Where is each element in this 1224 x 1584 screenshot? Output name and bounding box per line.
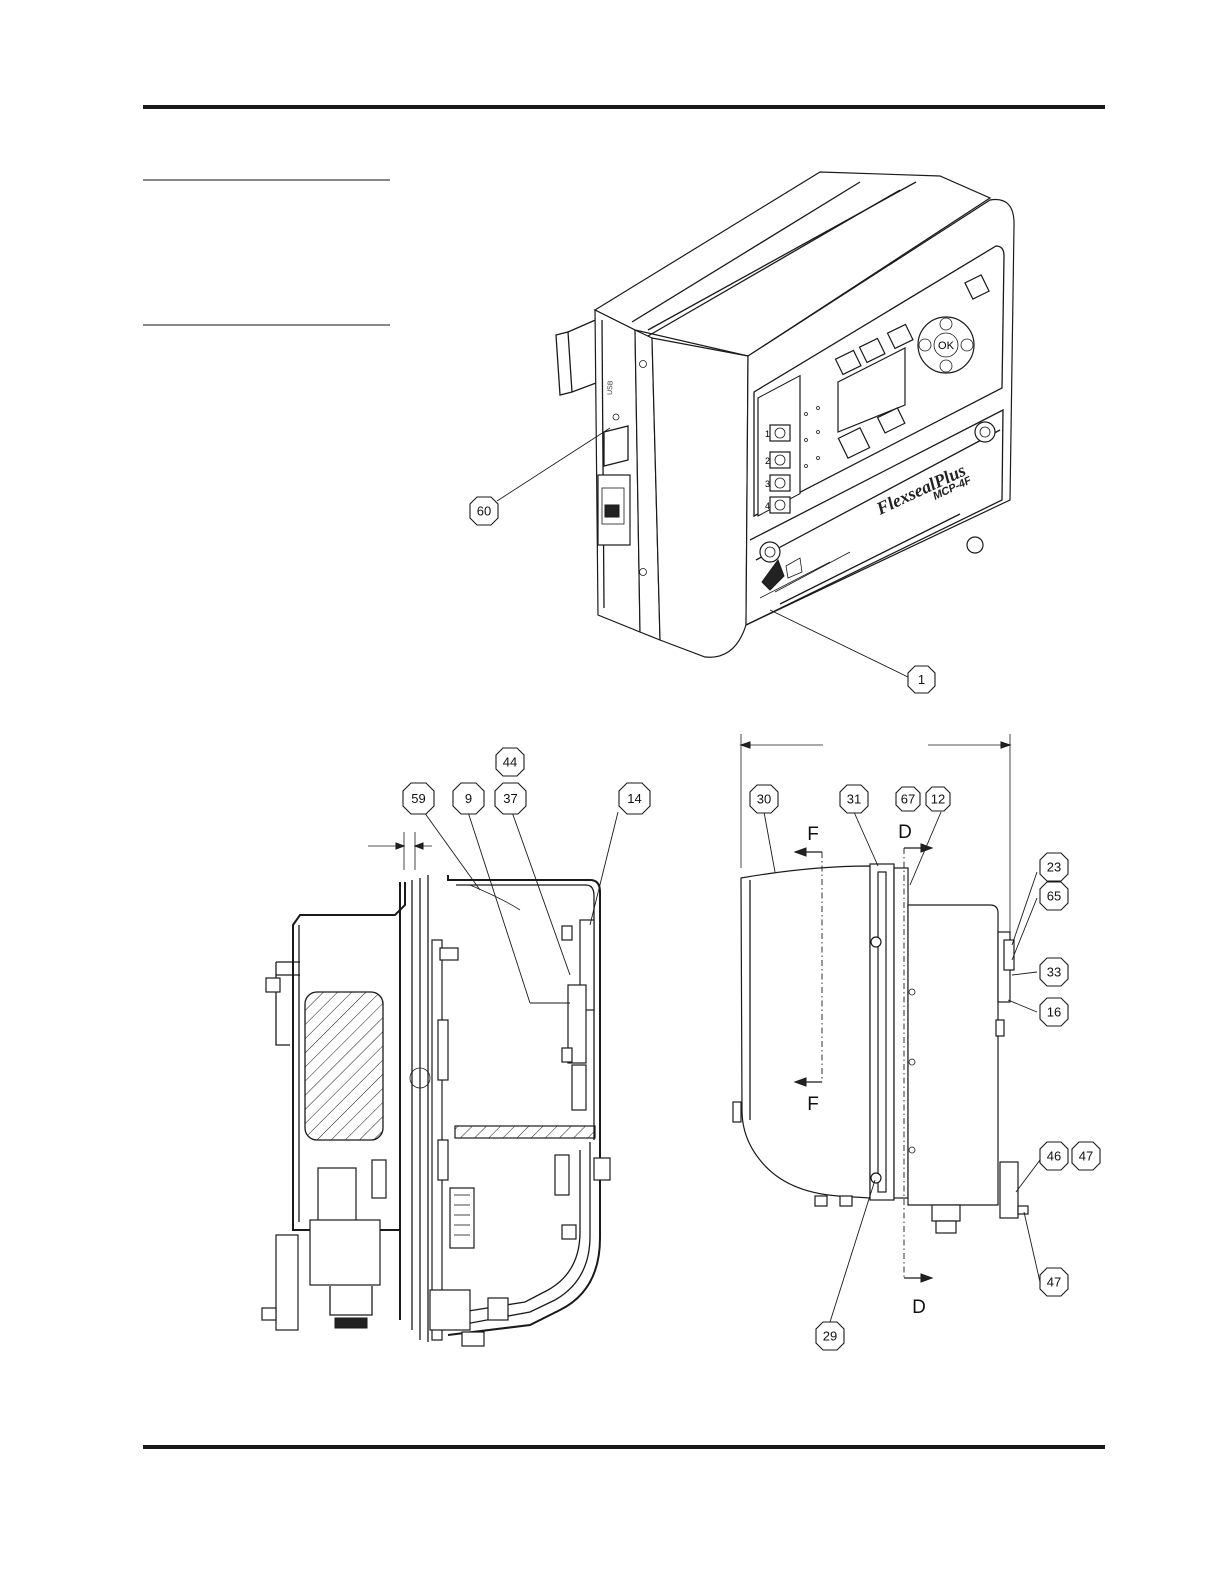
balloon-59: 59 [403, 783, 434, 814]
svg-text:30: 30 [757, 792, 771, 807]
channel-4-label: 4 [765, 501, 770, 511]
channel-3-label: 3 [765, 479, 770, 489]
svg-text:65: 65 [1047, 889, 1061, 904]
section-d-bottom-label: D [912, 1297, 926, 1318]
balloon-33: 33 [1040, 958, 1068, 986]
balloon-46: 46 [1040, 1142, 1068, 1170]
svg-text:16: 16 [1047, 1005, 1061, 1020]
balloon-60: 60 [470, 497, 498, 525]
svg-text:59: 59 [411, 791, 425, 806]
balloon-65: 65 [1040, 882, 1068, 910]
balloon-9: 9 [453, 783, 484, 814]
channel-2-label: 2 [765, 456, 770, 466]
channel-1-label: 1 [765, 429, 770, 439]
balloon-30: 30 [750, 785, 778, 813]
svg-text:67: 67 [901, 792, 915, 807]
balloon-47-top: 47 [1072, 1142, 1100, 1170]
svg-text:USB: USB [607, 380, 615, 395]
balloon-67: 67 [896, 787, 920, 811]
ok-key-label: OK [938, 340, 955, 352]
section-f-bottom-label: F [807, 1094, 819, 1115]
svg-text:47: 47 [1047, 1275, 1061, 1290]
svg-text:14: 14 [627, 791, 641, 806]
balloon-1: 1 [908, 666, 935, 693]
svg-text:46: 46 [1047, 1149, 1061, 1164]
side-view [733, 734, 1040, 1322]
svg-text:29: 29 [823, 1329, 837, 1344]
section-f-top-label: F [807, 824, 819, 845]
balloon-16: 16 [1040, 998, 1068, 1026]
svg-text:60: 60 [477, 504, 491, 519]
balloon-31: 31 [840, 785, 868, 813]
svg-text:47: 47 [1079, 1149, 1093, 1164]
balloon-37: 37 [495, 783, 526, 814]
balloon-47-bottom: 47 [1040, 1268, 1068, 1296]
svg-text:1: 1 [918, 672, 925, 687]
navigation-pad: OK [918, 317, 974, 373]
svg-text:12: 12 [931, 792, 945, 807]
balloon-29: 29 [816, 1322, 844, 1350]
svg-text:31: 31 [847, 792, 861, 807]
svg-text:33: 33 [1047, 965, 1061, 980]
section-d-top-label: D [898, 822, 912, 843]
svg-text:44: 44 [503, 755, 517, 770]
balloon-23: 23 [1040, 853, 1068, 881]
balloon-44: 44 [496, 748, 524, 776]
svg-text:23: 23 [1047, 860, 1061, 875]
section-view [262, 812, 618, 1346]
svg-text:9: 9 [465, 791, 472, 806]
isometric-view: USB 1 2 3 4 [497, 172, 1014, 678]
svg-text:37: 37 [503, 791, 517, 806]
balloon-12: 12 [926, 787, 950, 811]
balloon-14: 14 [619, 783, 650, 814]
